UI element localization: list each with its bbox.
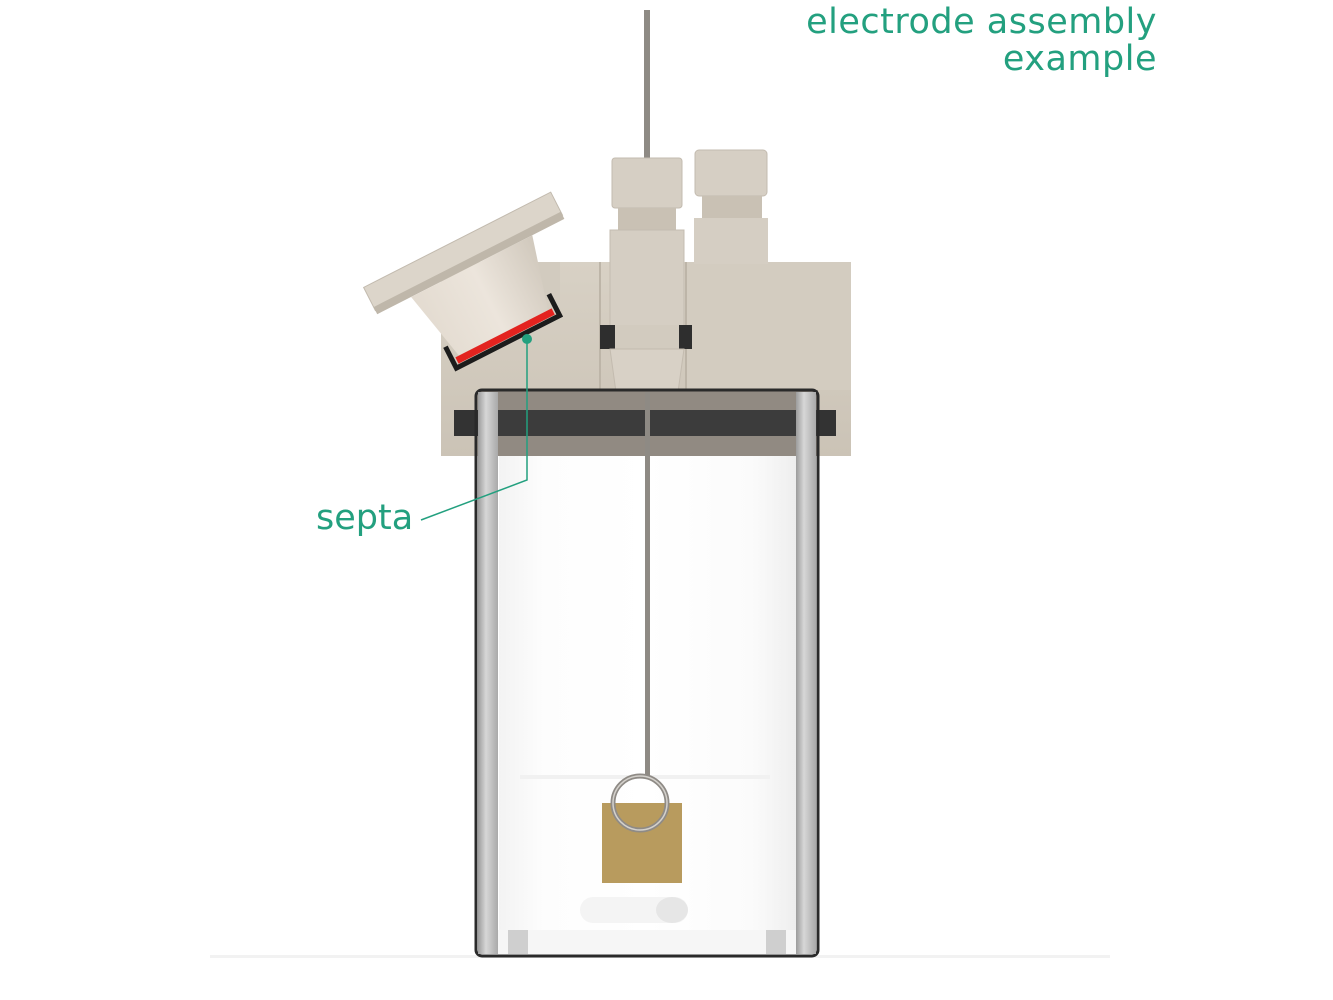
septa-callout-leader xyxy=(420,334,532,521)
angled-septa-port xyxy=(362,191,565,372)
glass-bottom xyxy=(498,930,796,954)
glass-wall-left xyxy=(478,392,498,954)
inlet-base xyxy=(694,218,768,264)
port-funnel xyxy=(411,235,549,356)
fitting-body xyxy=(609,229,685,327)
fitting-nut-top xyxy=(611,157,683,209)
diagram-title: electrode assembly example xyxy=(806,4,1157,78)
fitting-ferrule xyxy=(609,348,685,393)
electrode-wire-top xyxy=(644,10,650,160)
fitting-neck xyxy=(618,208,676,230)
gas-inlet-fitting xyxy=(694,149,768,264)
inlet-neck xyxy=(702,196,762,218)
glass-outline xyxy=(474,388,820,958)
glass-wall-right xyxy=(796,392,816,954)
inlet-barb xyxy=(694,149,768,197)
electrode-wire xyxy=(645,392,650,778)
septa-clip xyxy=(443,292,564,372)
title-line-1: electrode assembly xyxy=(806,2,1157,42)
title-line-2: example xyxy=(1002,39,1157,79)
septa-seal xyxy=(455,308,555,364)
septa-callout-label: septa xyxy=(316,498,414,538)
electrode-fitting xyxy=(600,157,692,393)
cap-right-block xyxy=(686,262,851,390)
